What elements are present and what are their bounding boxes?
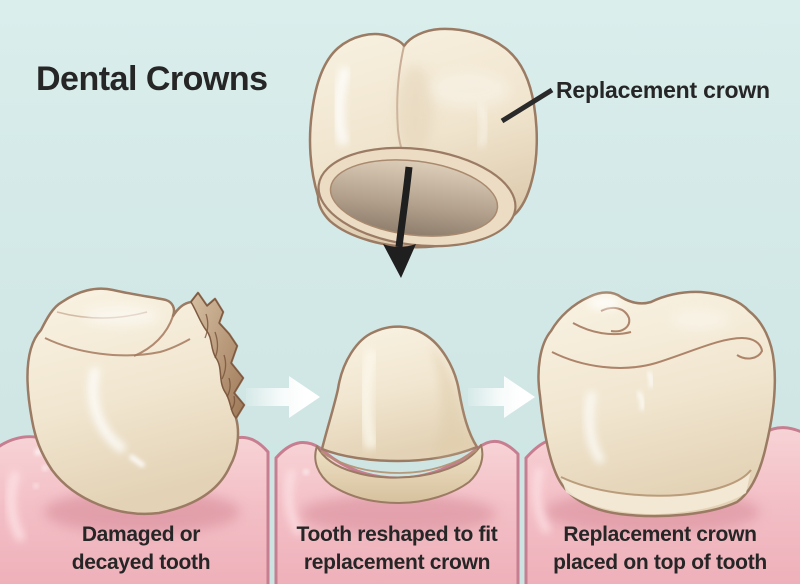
crown-opening (317, 146, 517, 248)
step-1-caption: Damaged or decayed tooth (16, 521, 266, 577)
decay-patch (190, 292, 245, 419)
replacement-crown-callout-label: Replacement crown (556, 77, 770, 103)
reshaped-tooth (314, 325, 484, 504)
gum-shadow-middle (300, 494, 496, 534)
damaged-tooth (26, 287, 246, 516)
page-title: Dental Crowns (36, 60, 268, 98)
fracture-facet-line (133, 315, 174, 357)
step-2-caption-line-2: replacement crown (303, 551, 491, 574)
occlusal-groove (551, 336, 764, 369)
step-3-caption-line-1: Replacement crown (563, 523, 757, 546)
step-1-caption-line-2: decayed tooth (71, 551, 211, 574)
step-3-caption: Replacement crown placed on top of tooth (528, 521, 792, 577)
step-2-caption: Tooth reshaped to fit replacement crown (276, 521, 518, 577)
step-1-caption-line-1: Damaged or (81, 523, 201, 546)
right-arrow-icon (468, 376, 535, 418)
callout-pointer-line (500, 87, 554, 124)
right-arrow-icon (246, 376, 320, 418)
down-arrow-icon (383, 166, 416, 278)
step-2-caption-line-1: Tooth reshaped to fit (296, 523, 498, 546)
prepared-margin-ledge (314, 444, 484, 504)
crown-margin-line (560, 469, 752, 497)
crowned-tooth (537, 290, 777, 518)
crack-line (44, 337, 191, 357)
replacement-crown (308, 27, 539, 278)
step-3-caption-line-2: placed on top of tooth (553, 551, 767, 574)
